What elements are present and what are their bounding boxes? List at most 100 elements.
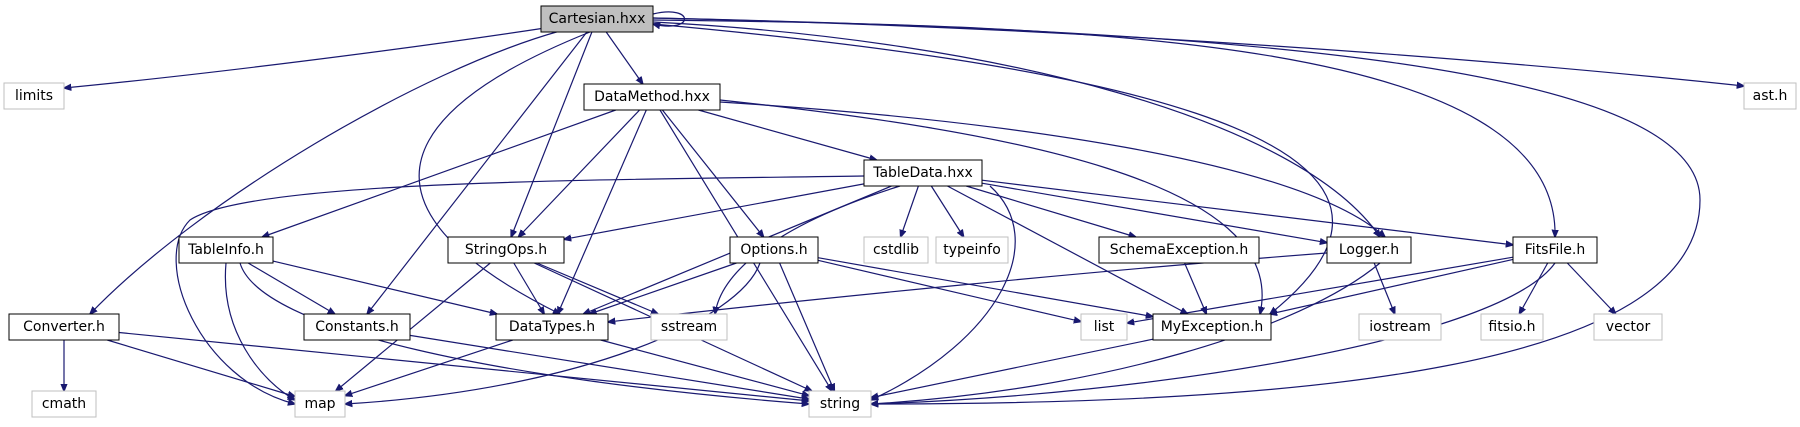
node-cartesian[interactable]: Cartesian.hxx: [540, 5, 654, 33]
node-label-cmath: cmath: [42, 396, 86, 412]
node-label-list: list: [1094, 319, 1115, 335]
node-stringops[interactable]: StringOps.h: [447, 236, 565, 264]
edge-cartesian-to-stringops: [511, 31, 593, 237]
edge-myexception-to-string: [871, 338, 1154, 397]
node-box-schemaexception: [1098, 236, 1260, 264]
node-ast: ast.h: [1743, 82, 1797, 110]
node-box-stringops: [447, 236, 565, 264]
node-box-iostream: [1358, 313, 1442, 341]
edge-stringops-to-map: [336, 262, 491, 391]
node-box-logger: [1326, 236, 1412, 264]
node-label-cartesian: Cartesian.hxx: [549, 11, 646, 27]
node-box-myexception: [1152, 313, 1272, 341]
node-datamethod[interactable]: DataMethod.hxx: [583, 83, 721, 111]
node-constants[interactable]: Constants.h: [303, 313, 411, 341]
edge-cartesian-to-datamethod: [605, 31, 643, 84]
edge-datamethod-to-stringops: [518, 109, 641, 237]
node-tableinfo[interactable]: TableInfo.h: [178, 236, 274, 264]
node-label-datatypes: DataTypes.h: [509, 319, 595, 335]
node-box-options: [729, 236, 819, 264]
node-string: string: [808, 390, 872, 418]
node-tabledata[interactable]: TableData.hxx: [863, 159, 983, 187]
node-typeinfo: typeinfo: [935, 236, 1009, 264]
node-box-fitsio: [1480, 313, 1544, 341]
node-label-options: Options.h: [740, 242, 807, 258]
node-myexception[interactable]: MyException.h: [1152, 313, 1272, 341]
node-label-schemaexception: SchemaException.h: [1110, 242, 1249, 258]
node-box-ast: [1743, 82, 1797, 110]
edge-stringops-to-sstream: [536, 262, 658, 314]
node-label-fitsfile: FitsFile.h: [1525, 242, 1585, 258]
node-box-cstdlib: [863, 236, 929, 264]
node-fitsio: fitsio.h: [1480, 313, 1544, 341]
node-label-myexception: MyException.h: [1161, 319, 1264, 335]
node-label-tableinfo: TableInfo.h: [187, 242, 264, 258]
edge-options-to-datatypes: [590, 262, 737, 314]
edge-tableinfo-to-map: [224, 262, 295, 400]
edge-cartesian-to-ast: [652, 17, 1744, 86]
edge-tableinfo-to-string: [239, 262, 809, 404]
node-box-datatypes: [495, 313, 609, 341]
edge-tabledata-to-logger: [981, 182, 1327, 243]
edge-tabledata-to-typeinfo: [930, 185, 963, 237]
node-box-vector: [1593, 313, 1663, 341]
edge-fitsfile-to-fitsio: [1519, 262, 1549, 314]
edge-constants-to-string: [409, 334, 809, 399]
node-label-tabledata: TableData.hxx: [872, 165, 973, 181]
edge-options-to-map: [345, 262, 761, 404]
node-datatypes[interactable]: DataTypes.h: [495, 313, 609, 341]
node-box-list: [1080, 313, 1128, 341]
edge-options-to-string: [779, 262, 835, 391]
node-box-cartesian: [540, 5, 654, 33]
node-label-sstream: sstream: [661, 319, 717, 335]
edge-options-to-list: [817, 259, 1081, 321]
node-limits: limits: [3, 82, 65, 110]
edge-datamethod-to-tableinfo: [262, 109, 617, 237]
edge-converter-to-map: [107, 339, 295, 397]
node-box-string: [808, 390, 872, 418]
edge-cartesian-to-logger: [652, 21, 1380, 237]
node-label-datamethod: DataMethod.hxx: [594, 89, 710, 105]
node-label-typeinfo: typeinfo: [943, 242, 1001, 258]
edge-tableinfo-to-datatypes: [272, 260, 497, 314]
edge-tabledata-to-map: [175, 175, 865, 404]
node-cmath: cmath: [31, 390, 97, 418]
edge-fitsfile-to-string: [871, 262, 1556, 404]
node-iostream: iostream: [1358, 313, 1442, 341]
edge-tabledata-to-schemaexception: [966, 185, 1136, 237]
edge-converter-to-string: [118, 331, 809, 401]
edge-datamethod-to-logger: [719, 101, 1385, 237]
node-map: map: [294, 390, 346, 418]
node-label-cstdlib: cstdlib: [873, 242, 919, 258]
edge-datamethod-to-datatypes: [558, 109, 647, 314]
node-label-map: map: [304, 396, 335, 412]
edge-tabledata-to-fitsfile: [981, 179, 1513, 245]
edge-cartesian-to-constants: [367, 31, 588, 314]
edge-datamethod-to-tabledata: [698, 109, 876, 160]
node-converter[interactable]: Converter.h: [8, 313, 120, 341]
node-fitsfile[interactable]: FitsFile.h: [1512, 236, 1598, 264]
edge-fitsfile-to-myexception: [1270, 258, 1514, 314]
edge-datatypes-to-string: [600, 339, 809, 396]
edge-datamethod-to-options: [661, 109, 763, 237]
edge-cartesian-to-limits: [64, 27, 546, 88]
nodes-layer: Cartesian.hxx limits DataMethod.hxx ast.hTa…: [3, 5, 1797, 418]
node-label-stringops: StringOps.h: [465, 242, 547, 258]
node-list: list: [1080, 313, 1128, 341]
node-label-fitsio: fitsio.h: [1488, 319, 1535, 335]
node-logger[interactable]: Logger.h: [1326, 236, 1412, 264]
node-box-tableinfo: [178, 236, 274, 264]
edge-cartesian-to-converter: [90, 30, 561, 314]
edge-logger-to-string: [871, 262, 1381, 404]
edge-tabledata-to-cstdlib: [901, 185, 919, 237]
node-box-datamethod: [583, 83, 721, 111]
edges-layer: [64, 11, 1744, 404]
node-box-limits: [3, 82, 65, 110]
node-schemaexception[interactable]: SchemaException.h: [1098, 236, 1260, 264]
node-options[interactable]: Options.h: [729, 236, 819, 264]
edge-cartesian-to-string: [652, 17, 1701, 404]
edge-stringops-to-datatypes: [513, 262, 544, 314]
node-label-logger: Logger.h: [1339, 242, 1399, 258]
edge-tabledata-to-stringops: [564, 183, 865, 239]
